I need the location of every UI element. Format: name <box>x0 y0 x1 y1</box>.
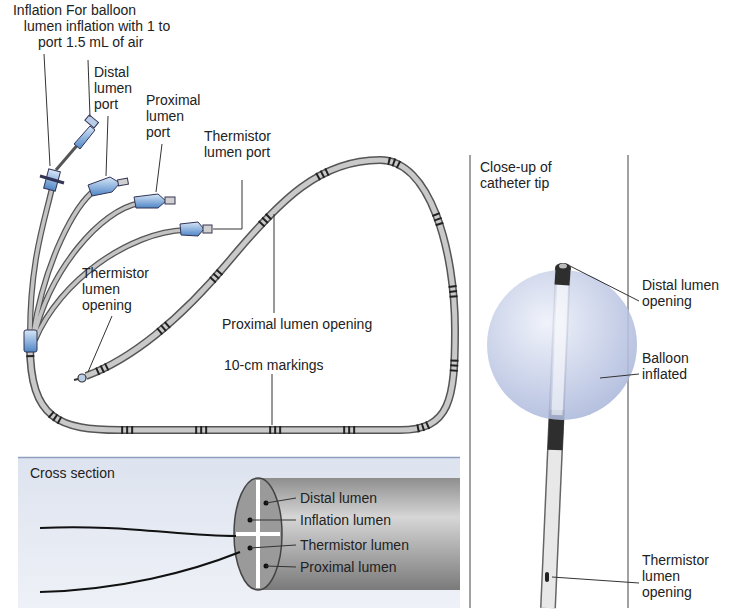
part-label: Distal lumen opening <box>642 277 720 309</box>
port-tubes <box>30 188 185 340</box>
panel-heading: Cross section <box>30 465 448 481</box>
closeup-leaders <box>552 266 639 583</box>
part-label: Inflation lumen <box>300 512 430 528</box>
catheter-tube <box>30 160 455 430</box>
cm-markings <box>30 160 455 430</box>
part-label: Thermistor lumen <box>300 537 430 553</box>
part-label: Thermistor lumen opening <box>642 552 722 600</box>
lumen-hubs <box>88 177 212 236</box>
part-label: For balloon inflation with 1 to 1.5 mL o… <box>66 2 188 50</box>
part-label: Thermistor lumen opening <box>82 265 160 313</box>
section-panel: Cross section <box>18 457 460 608</box>
part-label: Proximal lumen <box>300 559 430 575</box>
part-label: Close-up of catheter tip <box>480 159 566 191</box>
thermistor-wires <box>40 527 240 592</box>
part-label: Inflation lumen port <box>0 2 62 50</box>
balloon <box>487 270 637 420</box>
tube-cylinder <box>258 478 460 590</box>
part-label: Thermistor lumen port <box>204 128 280 160</box>
inflation-port <box>40 115 99 191</box>
part-label: Proximal lumen opening <box>222 316 392 332</box>
part-label: Balloon inflated <box>642 350 720 382</box>
section-panel <box>18 457 460 608</box>
junction-sleeve <box>24 330 37 352</box>
part-label: Proximal lumen port <box>146 92 208 140</box>
thermistor-tip <box>78 374 86 382</box>
tube-face <box>234 478 282 590</box>
part-label: 10-cm markings <box>224 357 344 373</box>
thermistor-opening <box>545 572 549 582</box>
part-label: Distal lumen port <box>94 64 140 112</box>
part-label: Distal lumen <box>300 490 430 506</box>
section-leaders <box>250 498 296 567</box>
